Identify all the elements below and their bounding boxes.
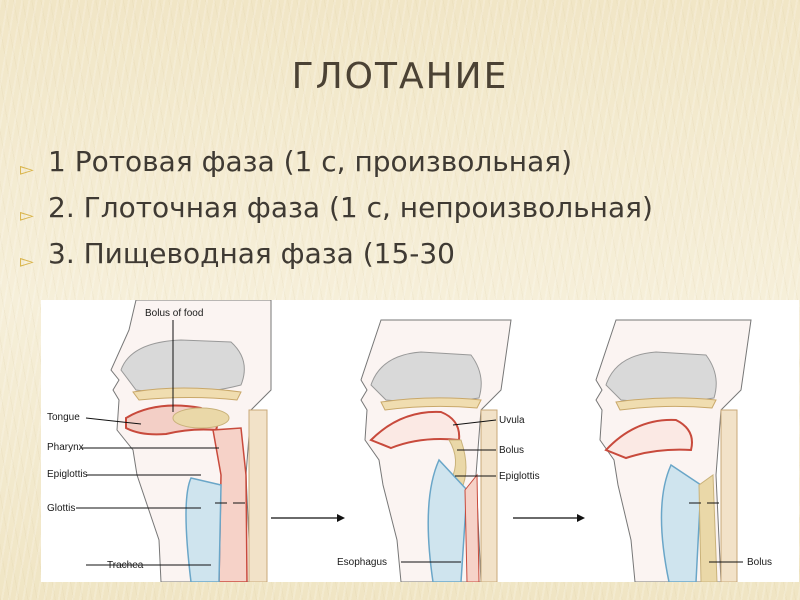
bullet-list: ▻ 1 Ротовая фаза (1 с, произвольная) ▻ 2… — [16, 142, 776, 280]
slide-title: ГЛОТАНИЕ — [291, 56, 509, 97]
label-bolus-2: Bolus — [499, 445, 524, 456]
panel-oral-phase — [76, 300, 272, 582]
bullet-item-esophageal-phase: ▻ 3. Пищеводная фаза (15-30 — [16, 234, 776, 274]
bullet-icon: ▻ — [20, 251, 34, 272]
swallowing-illustration: Bolus of food Tongue Pharynx Epiglottis … — [47, 300, 772, 582]
label-esophagus: Esophagus — [337, 557, 387, 568]
label-uvula: Uvula — [499, 415, 525, 426]
label-bolus-3: Bolus — [747, 557, 772, 568]
label-bolus-of-food: Bolus of food — [145, 308, 203, 319]
bullet-icon: ▻ — [20, 205, 34, 226]
label-trachea: Trachea — [107, 560, 144, 571]
label-epiglottis-1: Epiglottis — [47, 469, 88, 480]
bullet-text: 1 Ротовая фаза (1 с, произвольная) — [48, 145, 573, 178]
label-glottis: Glottis — [47, 503, 75, 514]
label-pharynx: Pharynx — [47, 442, 84, 453]
arrow-1 — [271, 514, 345, 522]
bullet-text: 2. Глоточная фаза (1 с, непроизвольная) — [48, 191, 653, 224]
label-tongue: Tongue — [47, 412, 80, 423]
bullet-item-pharyngeal-phase: ▻ 2. Глоточная фаза (1 с, непроизвольная… — [16, 188, 776, 228]
bullet-icon: ▻ — [20, 159, 34, 180]
label-epiglottis-2: Epiglottis — [499, 471, 540, 482]
panel-pharyngeal-phase — [360, 319, 512, 582]
bullet-text: 3. Пищеводная фаза (15-30 — [48, 237, 455, 270]
bullet-item-oral-phase: ▻ 1 Ротовая фаза (1 с, произвольная) — [16, 142, 776, 182]
panel-esophageal-phase — [595, 319, 752, 582]
arrow-2 — [513, 514, 585, 522]
swallowing-diagram: Bolus of food Tongue Pharynx Epiglottis … — [41, 300, 799, 582]
